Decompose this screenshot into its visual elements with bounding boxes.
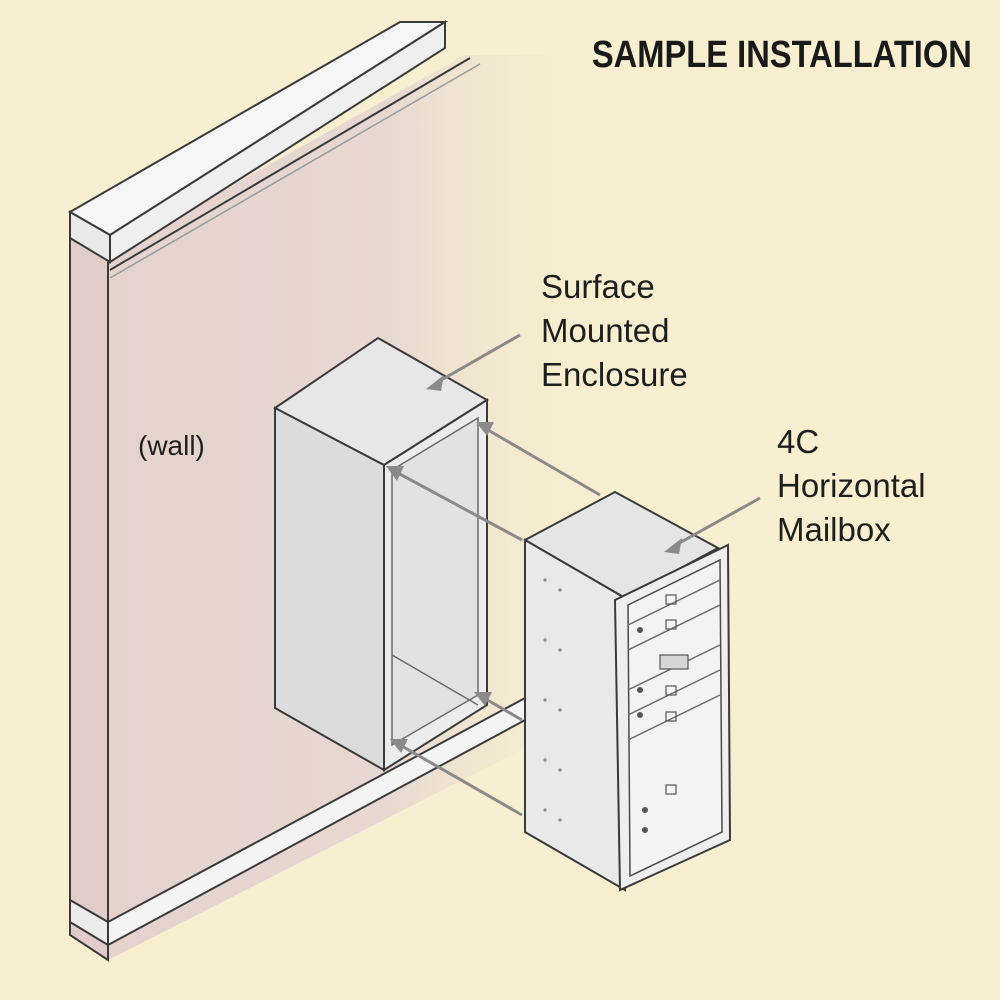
label-leaders	[426, 333, 761, 554]
enclosure-label-line: Mounted	[541, 312, 670, 349]
enclosure-label-line: Enclosure	[541, 356, 688, 393]
wall-label: (wall)	[138, 430, 205, 461]
mailbox-label-line: 4C	[777, 423, 820, 460]
mailbox-label: 4C Horizontal Mailbox	[777, 420, 926, 552]
wall-top-trim	[67, 20, 481, 279]
enclosure-label: Surface Mounted Enclosure	[541, 265, 688, 397]
installation-arrows	[386, 422, 601, 817]
mailbox-label-line: Horizontal	[777, 467, 926, 504]
mailbox-label-line: Mailbox	[777, 511, 891, 548]
enclosure-label-line: Surface	[541, 268, 655, 305]
surface-mounted-enclosure	[273, 336, 489, 772]
wall-baseboard	[69, 688, 541, 947]
page-title: SAMPLE INSTALLATION	[591, 34, 972, 76]
4c-horizontal-mailbox	[522, 490, 732, 892]
